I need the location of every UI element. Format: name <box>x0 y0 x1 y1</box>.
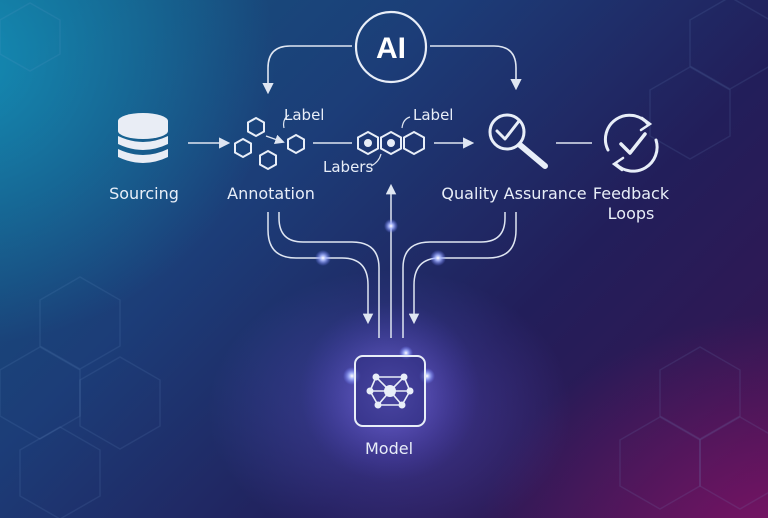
feedback-label-line1: Feedback <box>592 184 670 203</box>
arrow-ai-to-annotation <box>262 45 352 95</box>
sourcing-label: Sourcing <box>109 184 179 203</box>
label-pointer-1 <box>282 114 290 129</box>
hexagon-chain-dots <box>364 139 395 147</box>
model-icon <box>354 355 426 427</box>
annotation-label-1: Label <box>284 106 325 124</box>
hexagon-cluster-icon <box>234 116 305 171</box>
refresh-check-icon <box>603 113 659 173</box>
annotation-label: Annotation <box>227 184 315 203</box>
feedback-label-line2: Loops <box>607 204 655 223</box>
label-pointer-3 <box>370 153 382 167</box>
ai-badge: AI <box>354 10 428 84</box>
labeled-hexagon-chain-icon <box>357 130 425 156</box>
label-pointer-2 <box>401 116 411 129</box>
feedback-loops-label: Feedback Loops <box>593 184 669 224</box>
database-icon <box>118 113 168 163</box>
magnifier-check-icon <box>488 113 548 169</box>
arrow-cluster-to-hex <box>265 134 285 145</box>
ai-badge-text: AI <box>376 32 406 65</box>
annotation-labers: Labers <box>323 158 374 176</box>
model-label: Model <box>364 439 414 458</box>
arrow-ai-to-quality <box>430 45 522 91</box>
annotation-label-2: Label <box>413 106 454 124</box>
quality-assurance-label: Quality Assurance <box>441 184 587 203</box>
